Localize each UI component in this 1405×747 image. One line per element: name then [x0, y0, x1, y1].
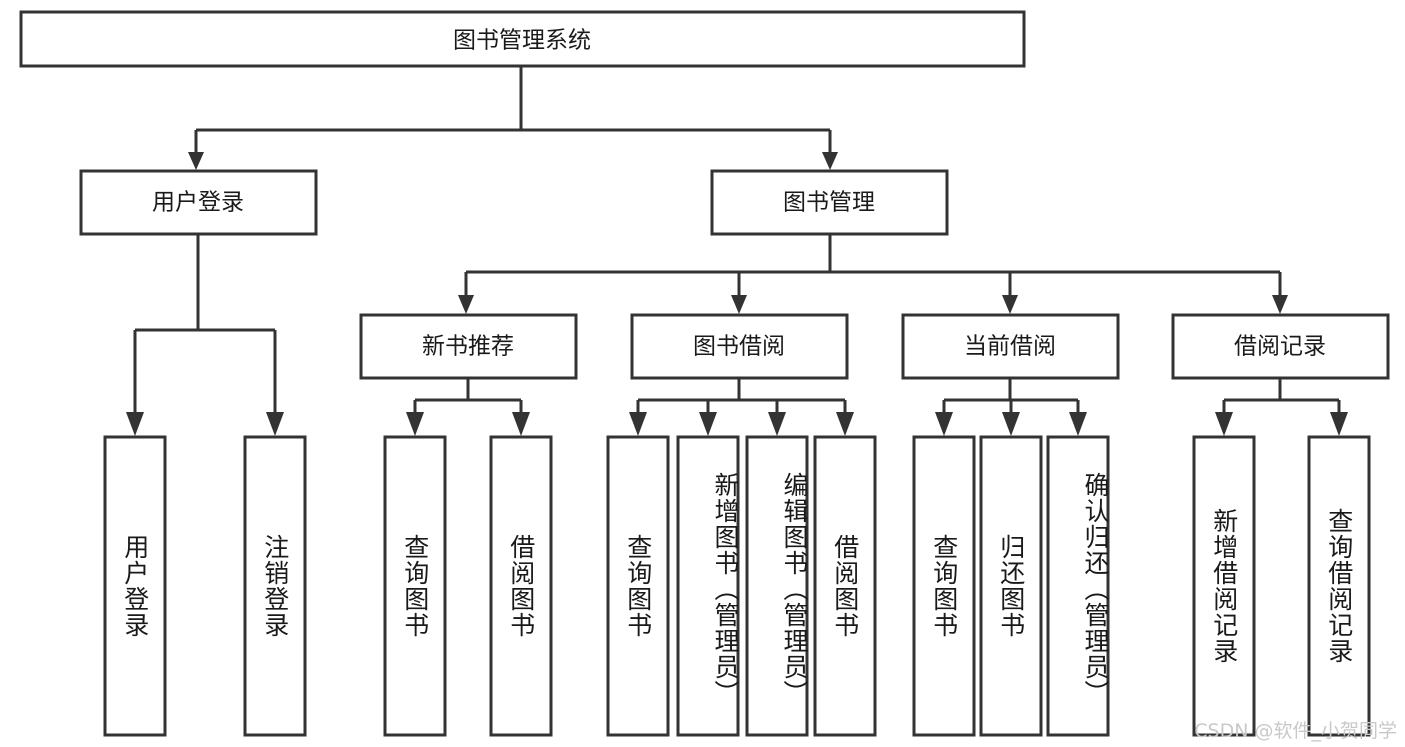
arrowhead-leaf-user-login: [126, 412, 144, 436]
arrowhead-bookborrow-leaf-4: [836, 412, 854, 436]
node-book-borrow-box[interactable]: [630, 313, 849, 380]
arrowhead-currentborrow-leaf-3: [1069, 412, 1087, 436]
leaf-box-logout[interactable]: [243, 435, 307, 737]
node-root-label: 图书管理系统: [453, 28, 591, 54]
connector-bookmanage-to-level3: [464, 234, 1282, 296]
node-borrow-record[interactable]: 借阅记录: [1171, 313, 1390, 380]
arrowhead-current-borrow: [1002, 295, 1018, 314]
node-book-manage-box[interactable]: [710, 169, 949, 236]
connector-newbook-to-leaves: [413, 378, 523, 414]
arrowhead-bookborrow-leaf-2: [699, 412, 717, 436]
node-root-box[interactable]: [19, 10, 1026, 68]
connector-userlogin-to-leaves: [133, 234, 277, 414]
connector-borrowrecord-to-leaves: [1222, 378, 1341, 414]
leaf-box-current-query[interactable]: [912, 435, 976, 737]
arrowhead-bookborrow-leaf-3: [768, 412, 786, 436]
arrowhead-user-login: [188, 152, 204, 170]
connector-bookborrow-to-leaves: [636, 378, 847, 414]
arrowhead-newbook-leaf-2: [512, 412, 530, 436]
arrowhead-borrow-record: [1272, 295, 1288, 314]
node-book-manage-label: 图书管理: [783, 190, 875, 216]
node-root[interactable]: 图书管理系统: [19, 10, 1026, 68]
node-user-login-label: 用户登录: [152, 190, 244, 216]
node-user-login[interactable]: 用户登录: [79, 169, 318, 236]
node-new-book-label: 新书推荐: [422, 334, 514, 360]
leaf-box-newbook-query[interactable]: [383, 435, 447, 737]
node-current-borrow-label: 当前借阅: [964, 334, 1056, 360]
connectors: [126, 67, 1348, 436]
arrowhead-newbook-leaf-1: [406, 412, 424, 436]
leaf-box-current-confirm[interactable]: [1046, 435, 1110, 737]
leaf-boxes: [103, 435, 1371, 737]
node-new-book[interactable]: 新书推荐: [359, 313, 578, 380]
leaf-box-borrow-lend[interactable]: [813, 435, 877, 737]
node-new-book-box[interactable]: [359, 313, 578, 380]
arrowhead-book-manage: [822, 152, 838, 170]
leaf-box-borrow-query[interactable]: [606, 435, 670, 737]
watermark-text: CSDN @软件_小贺同学: [1194, 720, 1397, 742]
leaf-box-record-add[interactable]: [1192, 435, 1256, 737]
arrowhead-leaf-logout: [266, 412, 284, 436]
arrowhead-borrowrecord-leaf-2: [1330, 412, 1348, 436]
leaf-box-borrow-edit[interactable]: [745, 435, 809, 737]
node-borrow-record-box[interactable]: [1171, 313, 1390, 380]
node-current-borrow[interactable]: 当前借阅: [901, 313, 1120, 380]
arrowhead-borrowrecord-leaf-1: [1215, 412, 1233, 436]
arrowhead-new-book: [458, 295, 474, 314]
node-book-borrow-label: 图书借阅: [693, 334, 785, 360]
connector-root-to-level2: [194, 67, 832, 153]
leaf-box-current-return[interactable]: [979, 435, 1043, 737]
leaf-box-record-query[interactable]: [1307, 435, 1371, 737]
arrowhead-currentborrow-leaf-1: [935, 412, 953, 436]
node-user-login-box[interactable]: [79, 169, 318, 236]
leaf-box-newbook-borrow[interactable]: [489, 435, 553, 737]
leaf-box-user-login[interactable]: [103, 435, 167, 737]
connector-currentborrow-to-leaves: [942, 378, 1080, 414]
node-borrow-record-label: 借阅记录: [1234, 334, 1326, 360]
node-current-borrow-box[interactable]: [901, 313, 1120, 380]
leaf-box-borrow-add[interactable]: [676, 435, 740, 737]
arrowhead-bookborrow-leaf-1: [629, 412, 647, 436]
node-book-manage[interactable]: 图书管理: [710, 169, 949, 236]
arrowhead-book-borrow: [731, 295, 747, 314]
node-book-borrow[interactable]: 图书借阅: [630, 313, 849, 380]
arrowhead-currentborrow-leaf-2: [1002, 412, 1020, 436]
